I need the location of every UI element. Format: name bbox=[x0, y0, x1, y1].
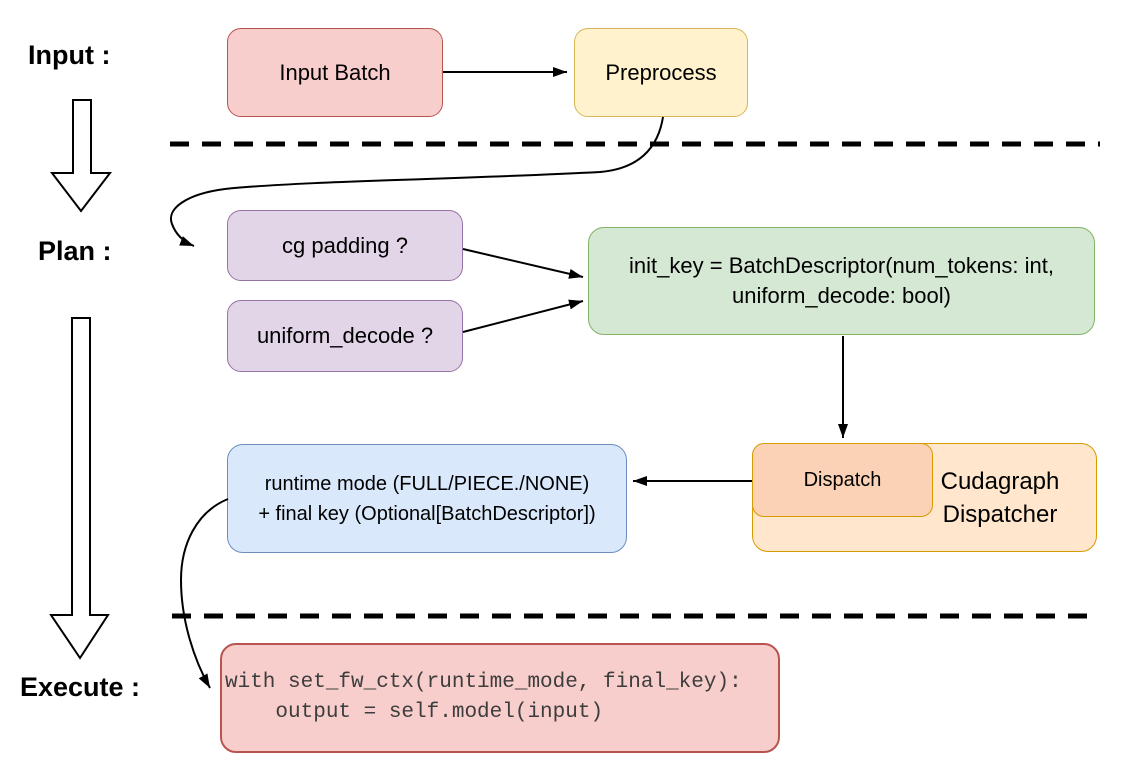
node-uniform-decode: uniform_decode ? bbox=[227, 300, 463, 372]
node-preprocess: Preprocess bbox=[574, 28, 748, 117]
node-cg-padding: cg padding ? bbox=[227, 210, 463, 281]
hollow-arrow-plan-to-execute bbox=[49, 317, 110, 660]
arrow-cgpadding-to-initkey bbox=[462, 248, 584, 279]
stage-label-plan: Plan : bbox=[38, 236, 112, 266]
node-input-batch: Input Batch bbox=[227, 28, 443, 117]
cudagraph-dispatcher-label: Cudagraph Dispatcher bbox=[940, 467, 1060, 528]
hollow-arrow-input-to-plan bbox=[49, 99, 113, 213]
node-dispatch: Dispatch bbox=[752, 443, 933, 517]
stage-label-execute: Execute : bbox=[20, 672, 141, 702]
node-execute-code: with set_fw_ctx(runtime_mode, final_key)… bbox=[220, 643, 780, 753]
node-init-key: init_key = BatchDescriptor(num_tokens: i… bbox=[588, 227, 1095, 335]
stage-label-input: Input : bbox=[28, 40, 111, 70]
node-runtime-mode: runtime mode (FULL/PIECE./NONE) + final … bbox=[227, 444, 627, 553]
arrow-uniformdecode-to-initkey bbox=[462, 299, 584, 333]
